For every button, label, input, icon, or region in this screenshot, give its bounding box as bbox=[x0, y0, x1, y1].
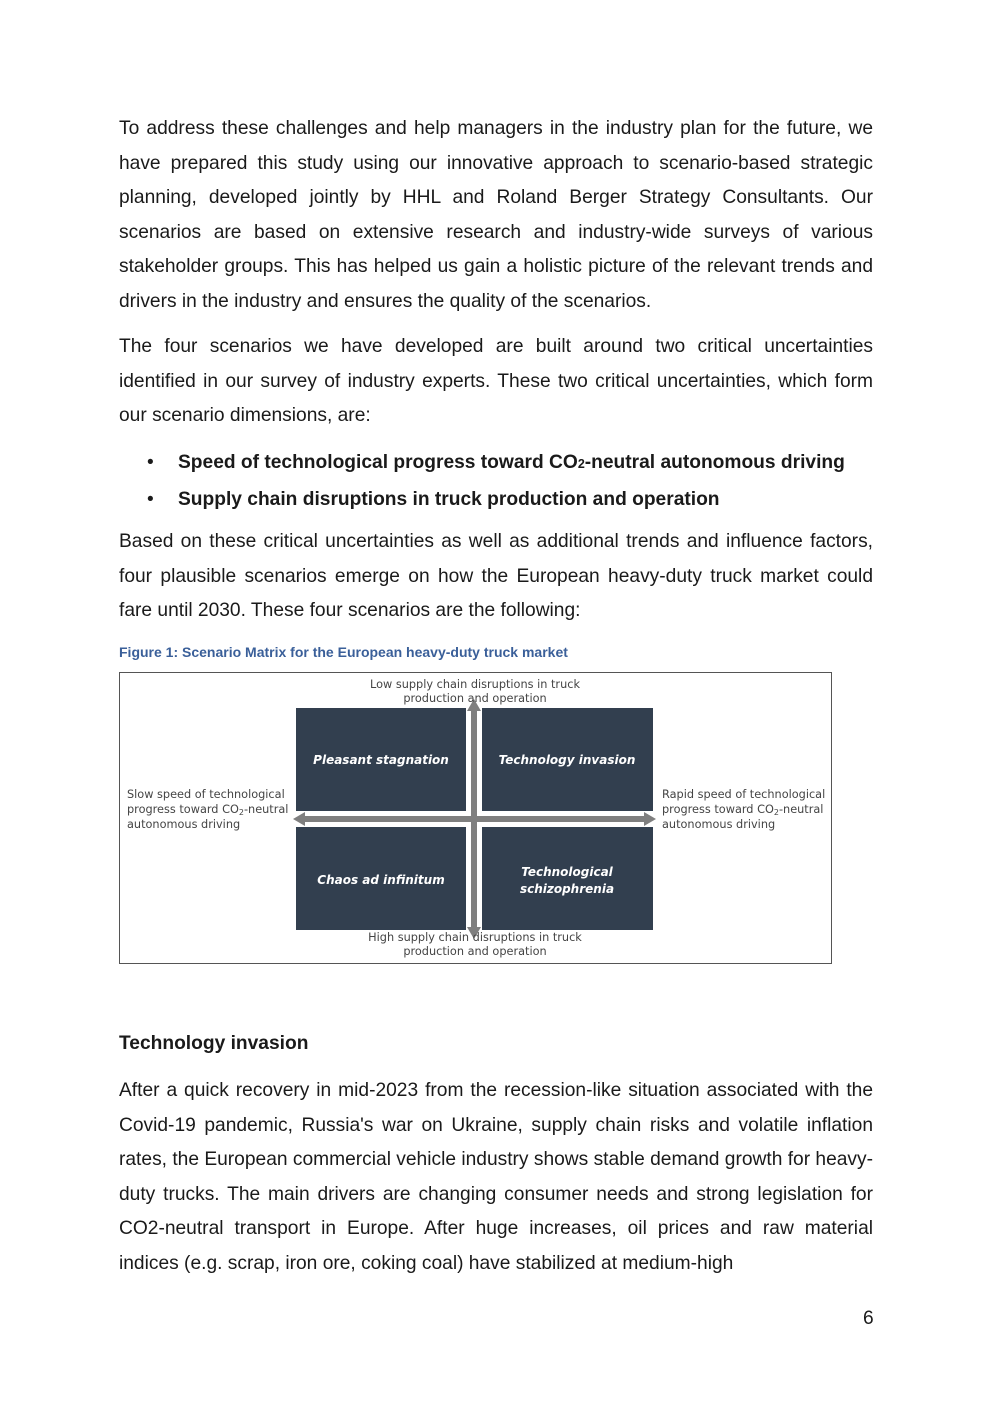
top-axis-label-line2: production and operation bbox=[403, 692, 546, 705]
uncertainty-list: •Speed of technological progress toward … bbox=[119, 445, 879, 517]
left-axis-label-line3: autonomous driving bbox=[127, 818, 240, 831]
left-axis-label-line1: Slow speed of technological bbox=[127, 788, 285, 801]
paragraph-scenarios: Based on these critical uncertainties as… bbox=[119, 531, 873, 621]
scenario-matrix-diagram: Low supply chain disruptions in truck pr… bbox=[127, 678, 825, 958]
scenario-matrix-figure: Low supply chain disruptions in truck pr… bbox=[119, 672, 832, 964]
right-axis-label-line2: progress toward CO2-neutral bbox=[662, 803, 823, 817]
quadrant-label-bottom-right-line1: Technological bbox=[521, 865, 613, 879]
quadrant-label-top-right: Technology invasion bbox=[499, 753, 636, 767]
figure-caption: Figure 1: Scenario Matrix for the Europe… bbox=[119, 644, 568, 660]
bottom-axis-label-line1: High supply chain disruptions in truck bbox=[368, 931, 582, 944]
quadrant-technology-invasion bbox=[482, 708, 653, 811]
horizontal-axis-arrow bbox=[293, 812, 656, 826]
quadrant-chaos-ad-infinitum bbox=[296, 827, 466, 930]
paragraph-intro: To address these challenges and help man… bbox=[119, 118, 873, 312]
left-axis-label-line2: progress toward CO2-neutral bbox=[127, 803, 288, 817]
quadrant-technological-schizophrenia bbox=[482, 827, 653, 930]
quadrant-label-bottom-right-line2: schizophrenia bbox=[520, 882, 614, 896]
list-item: •Supply chain disruptions in truck produ… bbox=[119, 482, 879, 517]
bullet-marker: • bbox=[147, 452, 154, 473]
paragraph-uncertainties: The four scenarios we have developed are… bbox=[119, 336, 873, 426]
right-axis-label-line3: autonomous driving bbox=[662, 818, 775, 831]
page-number: 6 bbox=[863, 1308, 874, 1329]
quadrant-label-bottom-left: Chaos ad infinitum bbox=[317, 873, 444, 887]
paragraph-technology-invasion: After a quick recovery in mid-2023 from … bbox=[119, 1080, 874, 1274]
bullet-marker: • bbox=[147, 489, 154, 510]
quadrant-pleasant-stagnation bbox=[296, 708, 466, 811]
list-item: •Speed of technological progress toward … bbox=[119, 445, 879, 482]
top-axis-label-line1: Low supply chain disruptions in truck bbox=[370, 678, 580, 691]
right-axis-label-line1: Rapid speed of technological bbox=[662, 788, 825, 801]
section-heading: Technology invasion bbox=[119, 1033, 309, 1054]
quadrant-label-top-left: Pleasant stagnation bbox=[313, 753, 449, 767]
bottom-axis-label-line2: production and operation bbox=[403, 945, 546, 958]
